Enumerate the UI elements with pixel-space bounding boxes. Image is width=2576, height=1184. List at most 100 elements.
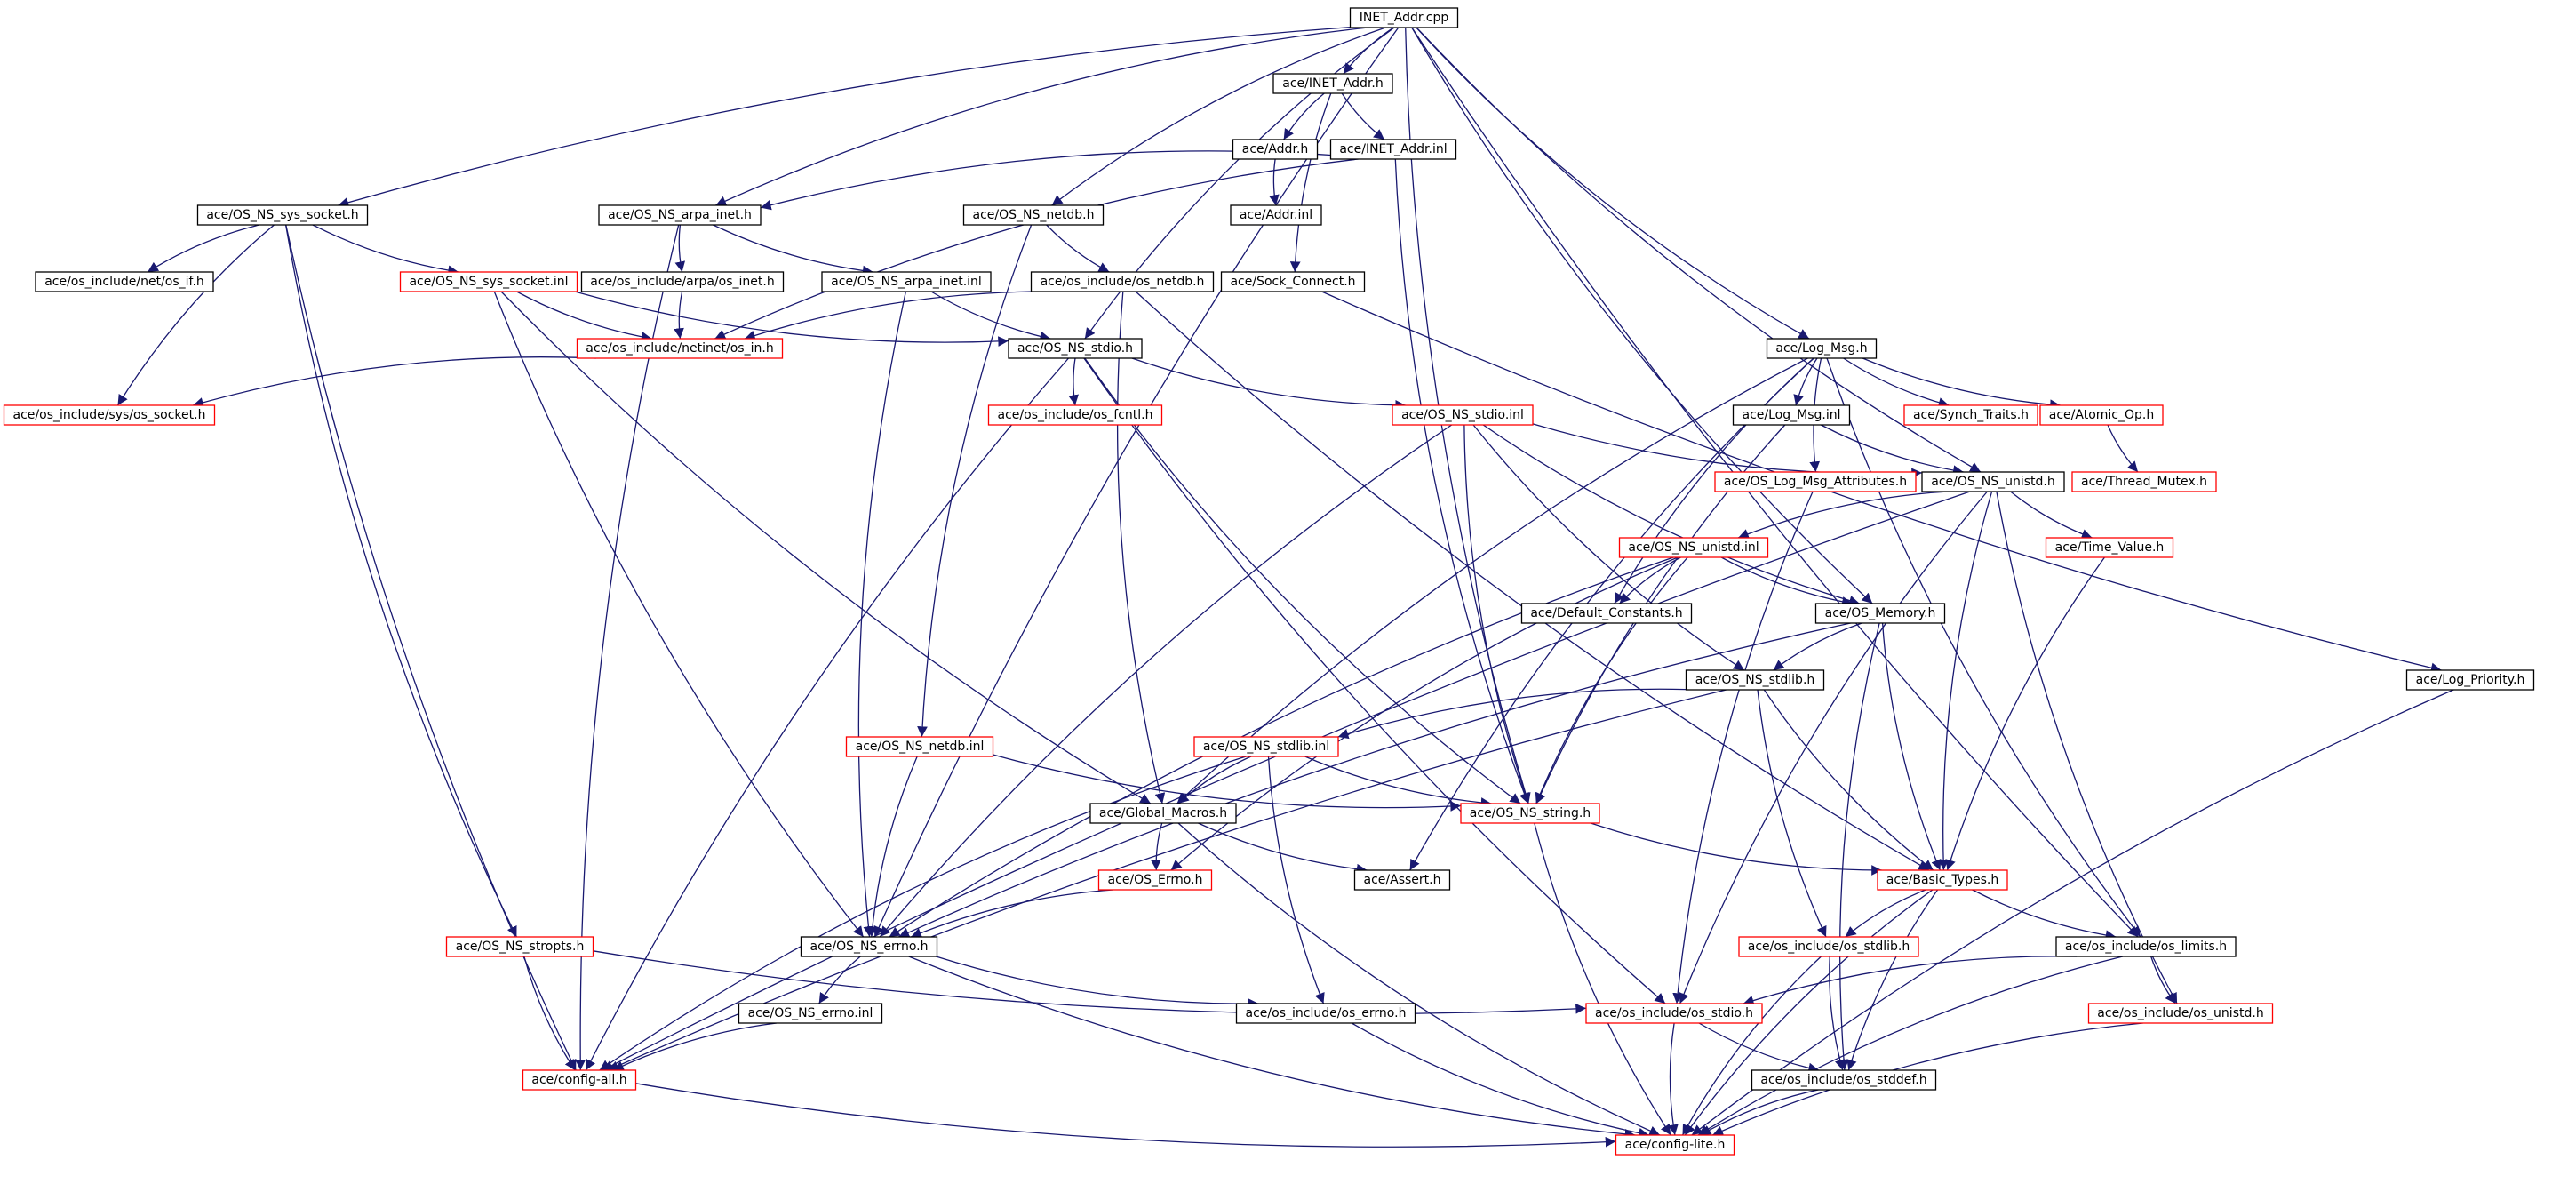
edge-stdio-h-to-stdio-inl <box>1131 357 1407 411</box>
edge-log-msg-h-to-log-msg-inl <box>1793 357 1818 406</box>
edge-unistd-inl-to-os-memory <box>1720 556 1853 607</box>
node-label: ace/OS_NS_netdb.inl <box>856 740 985 754</box>
node-box <box>1349 7 1459 28</box>
node-label: ace/Log_Priority.h <box>2416 673 2525 687</box>
node-box <box>2087 1003 2274 1024</box>
node-sys-os-socket[interactable]: ace/os_include/sys/os_socket.h <box>3 404 216 426</box>
node-box <box>1751 1069 1937 1091</box>
node-stdlib-inl[interactable]: ace/OS_NS_stdlib.inl <box>1193 736 1339 757</box>
node-inet-inl[interactable]: ace/INET_Addr.inl <box>1329 139 1457 160</box>
node-sys-socket-inl[interactable]: ace/OS_NS_sys_socket.inl <box>399 271 578 292</box>
edge-root-to-inet-h <box>1343 27 1394 75</box>
node-arpa-inet-inl[interactable]: ace/OS_NS_arpa_inet.inl <box>821 271 992 292</box>
node-box <box>1685 669 1825 691</box>
node-os-stddef[interactable]: ace/os_include/os_stddef.h <box>1751 1069 1937 1091</box>
node-box <box>3 404 216 426</box>
node-log-msg-h[interactable]: ace/Log_Msg.h <box>1766 338 1878 359</box>
node-root[interactable]: INET_Addr.cpp <box>1349 7 1459 28</box>
edge-unistd-inl-to-string-h <box>1535 556 1688 804</box>
node-box <box>1232 139 1319 160</box>
node-default-const[interactable]: ace/Default_Constants.h <box>1520 603 1693 624</box>
edge-global-macros-to-assert-h <box>1198 822 1368 875</box>
node-inet-h[interactable]: ace/INET_Addr.h <box>1272 73 1393 94</box>
node-label: ace/os_include/os_stddef.h <box>1760 1073 1926 1087</box>
edge-errno-h-to-os-errno <box>936 956 1259 1010</box>
node-global-macros[interactable]: ace/Global_Macros.h <box>1089 803 1237 824</box>
node-stdio-inl[interactable]: ace/OS_NS_stdio.inl <box>1392 404 1534 426</box>
node-os-stdio[interactable]: ace/os_include/os_stdio.h <box>1585 1003 1763 1024</box>
node-box <box>35 271 214 292</box>
node-config-lite[interactable]: ace/config-lite.h <box>1615 1134 1735 1156</box>
node-os-fcntl[interactable]: ace/os_include/os_fcntl.h <box>987 404 1163 426</box>
node-netdb-inl[interactable]: ace/OS_NS_netdb.inl <box>845 736 994 757</box>
node-label: INET_Addr.cpp <box>1360 11 1449 25</box>
node-net-os-if[interactable]: ace/os_include/net/os_if.h <box>35 271 214 292</box>
edge-sys-socket-inl-to-global-macros <box>500 291 1152 804</box>
node-label: ace/OS_NS_stdio.inl <box>1401 408 1524 422</box>
node-sock-connect[interactable]: ace/Sock_Connect.h <box>1220 271 1366 292</box>
edge-stdlib-h-to-stdlib-inl <box>1337 688 1687 740</box>
edge-stdio-inl-to-errno-h <box>879 424 1453 938</box>
node-thread-mutex[interactable]: ace/Thread_Mutex.h <box>2071 471 2217 492</box>
node-addr-h[interactable]: ace/Addr.h <box>1232 139 1319 160</box>
node-time-value[interactable]: ace/Time_Value.h <box>2045 537 2174 558</box>
node-synch-traits[interactable]: ace/Synch_Traits.h <box>1903 404 2038 426</box>
edge-root-to-arpa-inet-h <box>715 27 1368 206</box>
node-box <box>1921 471 2065 492</box>
node-stropts-h[interactable]: ace/OS_NS_stropts.h <box>445 936 594 957</box>
node-netinet-in[interactable]: ace/os_include/netinet/os_in.h <box>576 338 784 359</box>
edge-netdb-inl-to-errno-h <box>867 756 918 938</box>
node-basic-types[interactable]: ace/Basic_Types.h <box>1877 869 2008 891</box>
edge-unistd-h-to-os-unistd <box>1996 491 2178 1004</box>
node-label: ace/os_include/os_stdio.h <box>1595 1006 1753 1020</box>
node-label: ace/os_include/arpa/os_inet.h <box>590 275 774 289</box>
edge-stdlib-h-to-basic-types <box>1763 689 1934 871</box>
node-arpa-inet-h[interactable]: ace/OS_NS_arpa_inet.h <box>598 204 762 226</box>
edge-netinet-in-to-sys-os-socket <box>193 356 596 408</box>
edge-root-to-netdb-h <box>1051 27 1386 206</box>
edge-addr-h-to-addr-inl <box>1269 158 1280 206</box>
edge-stdlib-h-to-config-all <box>608 689 1727 1071</box>
node-log-msg-inl[interactable]: ace/Log_Msg.inl <box>1732 404 1851 426</box>
node-sys-socket-h[interactable]: ace/OS_NS_sys_socket.h <box>196 204 369 226</box>
node-os-memory[interactable]: ace/OS_Memory.h <box>1814 603 1946 624</box>
node-log-priority[interactable]: ace/Log_Priority.h <box>2405 669 2535 691</box>
node-os-unistd[interactable]: ace/os_include/os_unistd.h <box>2087 1003 2274 1024</box>
edge-log-msg-attr-to-os-stdio <box>1672 491 1814 1004</box>
edge-log-msg-h-to-global-macros <box>1176 357 1808 804</box>
edge-arpa-inet-inl-to-errno-h <box>857 291 907 938</box>
node-os-netdb[interactable]: ace/os_include/os_netdb.h <box>1030 271 1215 292</box>
node-os-stdlib[interactable]: ace/os_include/os_stdlib.h <box>1738 936 1919 957</box>
node-box <box>1097 869 1213 891</box>
node-config-all[interactable]: ace/config-all.h <box>522 1069 637 1091</box>
edge-stdio-inl-to-stdlib-h <box>1472 424 1745 671</box>
edge-stropts-h-to-config-all <box>523 956 576 1071</box>
edge-errno-inl-to-config-all <box>612 1022 777 1071</box>
edge-netdb-h-to-os-netdb <box>1046 224 1110 273</box>
node-netdb-h[interactable]: ace/OS_NS_netdb.h <box>962 204 1105 226</box>
node-unistd-h[interactable]: ace/OS_NS_unistd.h <box>1921 471 2065 492</box>
node-log-msg-attr[interactable]: ace/OS_Log_Msg_Attributes.h <box>1714 471 1917 492</box>
node-string-h[interactable]: ace/OS_NS_string.h <box>1460 803 1600 824</box>
node-label: ace/Global_Macros.h <box>1099 806 1227 820</box>
node-stdio-h[interactable]: ace/OS_NS_stdio.h <box>1008 338 1143 359</box>
edge-sys-socket-inl-to-stdio-h <box>574 291 1009 347</box>
node-stdlib-h[interactable]: ace/OS_NS_stdlib.h <box>1685 669 1825 691</box>
node-os-arpa-inet[interactable]: ace/os_include/arpa/os_inet.h <box>580 271 785 292</box>
node-unistd-inl[interactable]: ace/OS_NS_unistd.inl <box>1618 537 1769 558</box>
node-atomic-op[interactable]: ace/Atomic_Op.h <box>2039 404 2164 426</box>
node-label: ace/OS_NS_errno.h <box>809 940 928 954</box>
node-os-errno-ace[interactable]: ace/OS_Errno.h <box>1097 869 1213 891</box>
node-assert-h[interactable]: ace/Assert.h <box>1353 869 1451 891</box>
node-label: ace/OS_Log_Msg_Attributes.h <box>1724 475 1907 489</box>
edge-os-stdio-to-os-stddef <box>1698 1022 1820 1074</box>
node-errno-inl[interactable]: ace/OS_NS_errno.inl <box>738 1003 883 1024</box>
node-os-limits[interactable]: ace/os_include/os_limits.h <box>2055 936 2237 957</box>
edge-root-to-log-msg-h <box>1416 27 1810 340</box>
node-addr-inl[interactable]: ace/Addr.inl <box>1230 204 1322 226</box>
node-label: ace/os_include/sys/os_socket.h <box>13 408 206 422</box>
node-box <box>522 1069 637 1091</box>
node-os-errno[interactable]: ace/os_include/os_errno.h <box>1235 1003 1416 1024</box>
node-errno-h[interactable]: ace/OS_NS_errno.h <box>800 936 938 957</box>
edge-inet-h-to-sock-connect <box>1289 92 1332 273</box>
